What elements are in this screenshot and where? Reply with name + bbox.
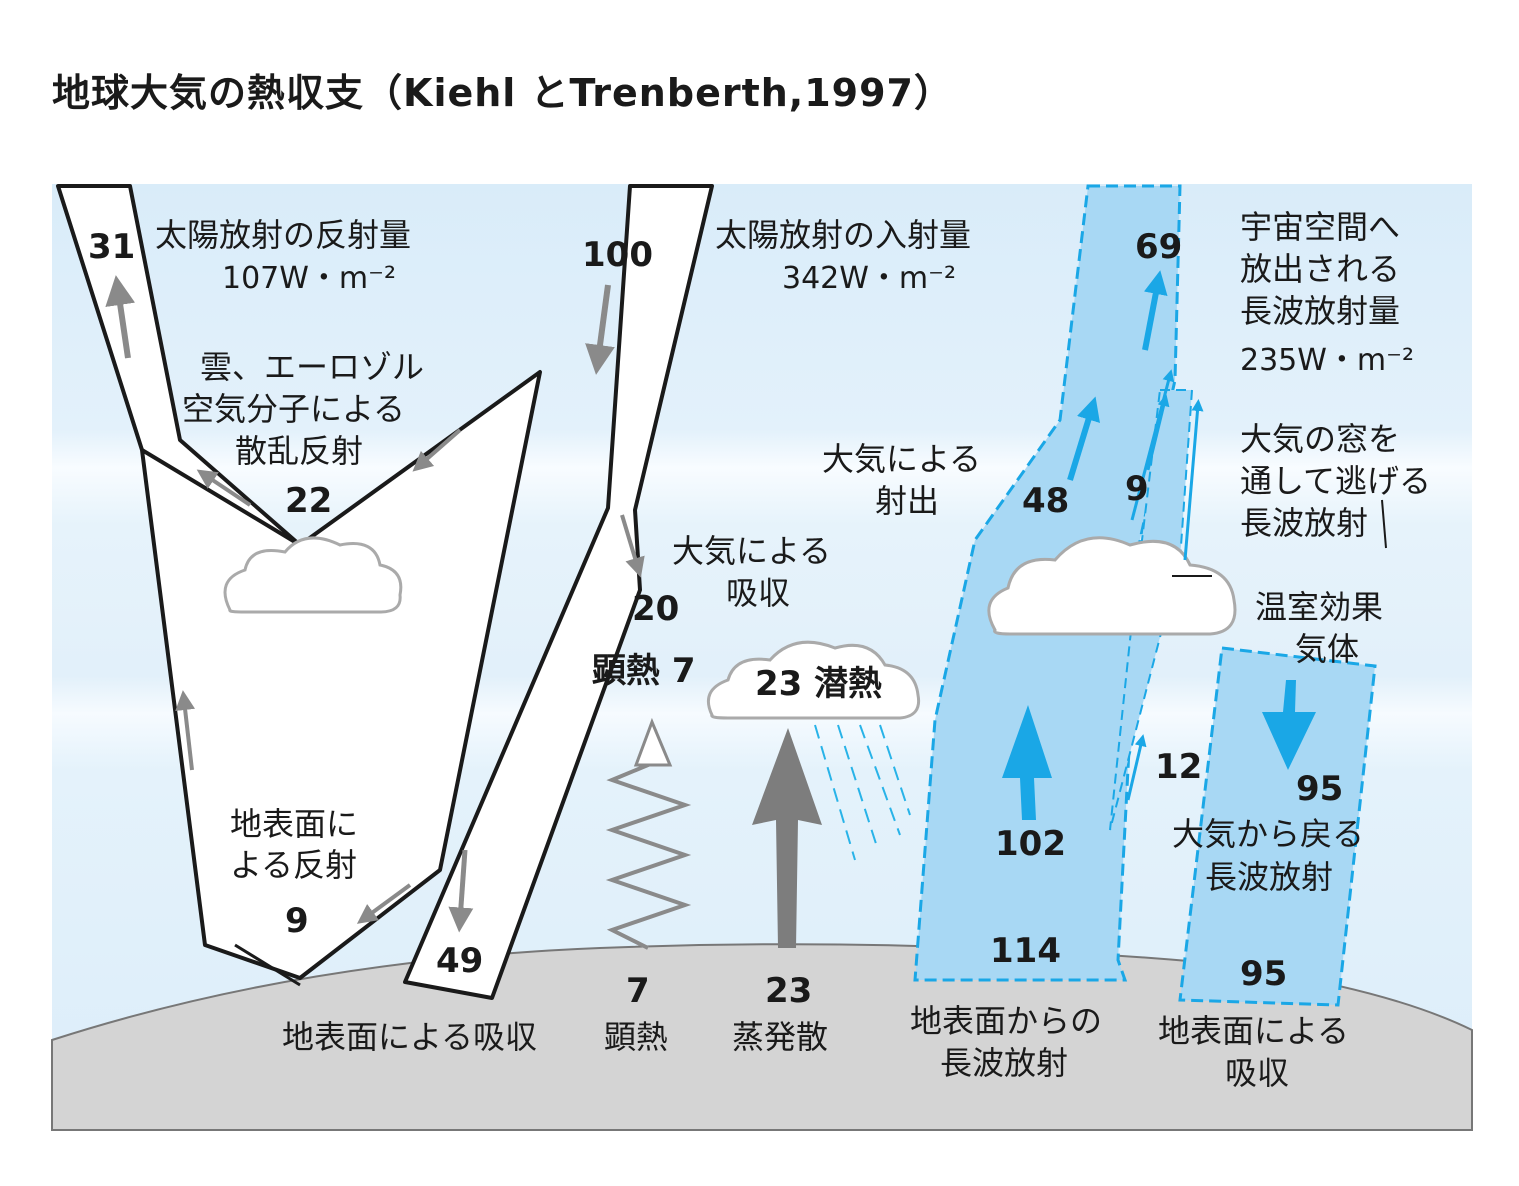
incoming-label: 太陽放射の入射量	[715, 216, 971, 254]
surface-absorb-down-arrow	[448, 849, 474, 933]
window-line3: 長波放射	[1240, 504, 1368, 542]
window-arrow-b	[1146, 394, 1170, 471]
surface-lw-line1: 地表面からの	[910, 1002, 1102, 1040]
scatter-line3: 散乱反射	[235, 432, 363, 470]
atm-absorb-line1: 大気による	[672, 532, 831, 570]
cloud-middle	[707, 640, 921, 720]
back-radiation-band	[1178, 646, 1377, 1007]
back-radiation-top-value: 95	[1296, 769, 1343, 809]
surface-lw-line2: 長波放射	[940, 1044, 1068, 1082]
reflected-up-arrow	[105, 275, 136, 359]
surface-reflect-line1: 地表面に	[230, 805, 358, 843]
incoming-solar-band	[403, 184, 714, 1000]
sensible-value: 7	[626, 971, 650, 1011]
latent-label: 蒸発散	[732, 1018, 828, 1056]
rain	[814, 724, 911, 861]
atm-absorb-line2: 吸収	[726, 574, 790, 612]
surface-lw-total-value: 114	[990, 931, 1061, 971]
atm-emit-line1: 大気による	[822, 440, 981, 478]
sensible-upper-label: 顕熱 7	[592, 651, 696, 691]
cloud-left	[223, 536, 403, 614]
window-arrow-c	[1183, 399, 1204, 561]
surface-absorb-value: 49	[436, 941, 483, 981]
incoming-down-arrow	[585, 284, 615, 375]
surface-reflect-up-arrow	[175, 690, 196, 771]
space-out-value: 69	[1135, 227, 1182, 267]
latent-value: 23	[765, 971, 812, 1011]
surface-reflect-line2: よる反射	[230, 846, 357, 884]
surface-reflect-arrow	[356, 883, 412, 924]
scatter-line2: 空気分子による	[182, 390, 405, 428]
latent-heat-arrow	[752, 728, 822, 948]
reflected-flux: 107W・m⁻²	[222, 261, 396, 296]
atm-emit-arrow	[1067, 396, 1100, 481]
window-arrow-d	[1126, 734, 1147, 801]
latent-upper-label: 23 潜熱	[755, 664, 882, 704]
window-line2: 通して逃げる	[1240, 462, 1431, 500]
surface-longwave-arrow	[1002, 705, 1052, 820]
surface-reflect-value: 9	[285, 901, 309, 941]
sensible-label: 顕熱	[604, 1018, 668, 1056]
scatter-line1: 雲、エーロゾル	[200, 348, 424, 386]
ghg-line2: 気体	[1295, 630, 1359, 668]
incoming-flux: 342W・m⁻²	[782, 261, 956, 296]
scatter-arrow-b	[196, 469, 252, 507]
back-radiation-bottom-value: 95	[1240, 954, 1287, 994]
atm-absorb-arrow	[620, 514, 645, 578]
back-radiation-label-line2: 吸収	[1225, 1054, 1289, 1092]
back-radiation-line1: 大気から戻る	[1172, 815, 1364, 853]
back-radiation-label-line1: 地表面による	[1158, 1012, 1349, 1050]
reflected-label: 太陽放射の反射量	[155, 216, 411, 254]
atm-emit-line2: 射出	[875, 482, 939, 520]
scatter-value: 22	[285, 481, 332, 521]
scatter-arrow-a	[412, 428, 462, 472]
surface-lw-other-value: 12	[1155, 747, 1202, 787]
space-out-line2: 放出される	[1240, 250, 1400, 288]
atm-emit-value: 48	[1022, 481, 1069, 521]
back-radiation-arrow	[1262, 680, 1316, 770]
space-out-line1: 宇宙空間へ	[1240, 208, 1400, 246]
back-radiation-line2: 長波放射	[1205, 858, 1333, 896]
sensible-heat-wave	[605, 729, 692, 950]
atm-absorb-value: 20	[632, 589, 679, 629]
incoming-value: 100	[582, 235, 653, 275]
ghg-line1: 温室効果	[1255, 588, 1383, 626]
space-out-line3: 長波放射量	[1240, 292, 1400, 330]
space-out-arrow	[1142, 270, 1168, 351]
window-value: 9	[1125, 469, 1149, 509]
reflected-value: 31	[88, 227, 135, 267]
page-title: 地球大気の熱収支（Kiehl とTrenberth,1997）	[52, 71, 953, 115]
surface-lw-absorbed-value: 102	[995, 824, 1066, 864]
cloud-right	[987, 536, 1237, 636]
space-out-flux: 235W・m⁻²	[1240, 343, 1414, 378]
window-line1: 大気の窓を	[1240, 420, 1400, 458]
surface-absorb-label: 地表面による吸収	[282, 1018, 537, 1056]
